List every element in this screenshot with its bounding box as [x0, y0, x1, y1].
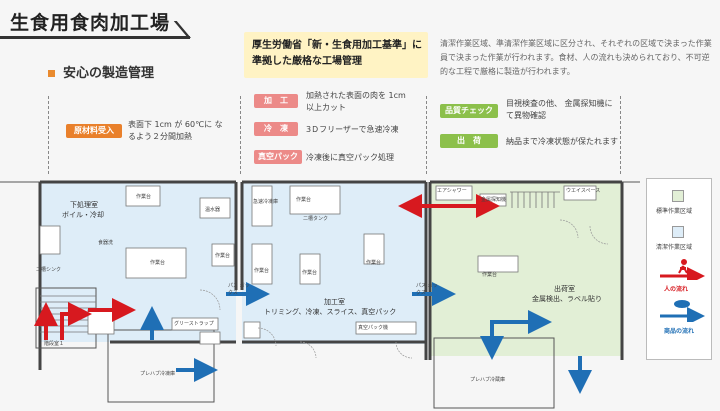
section-title-label: 安心の製造管理 [63, 66, 155, 81]
legend-label-goods: 商品の流れ [664, 328, 695, 335]
fixture-prefab-freezer: プレハブ冷凍庫 [140, 371, 176, 377]
fixture-freezer: 急速冷凍庫 [253, 199, 279, 205]
fixture-waste-space: ウエイスペース [566, 188, 601, 194]
room-name-processing: 加工室 [324, 298, 345, 306]
step-text-quality: 目視検査の他、 金属探知機にて異物確認 [506, 99, 613, 120]
fixture-grease-trap: グリーストラップ [174, 321, 214, 327]
fixture-worktable: 作業台 [150, 260, 166, 266]
fixture-pass-box: パス ボックス [416, 283, 438, 296]
shipping-room-zone [430, 182, 622, 356]
people-flow-arrow [60, 302, 92, 340]
fixture-sink: 二槽シンク [36, 267, 62, 273]
fixture-pass-box: パス ボックス [228, 283, 250, 296]
fixture-vacuum-machine: 真空パック機 [358, 325, 389, 331]
guide-line [426, 96, 427, 174]
fixture-worktable: 作業台 [482, 272, 498, 278]
page-title: 生食用食肉加工場 [10, 12, 171, 34]
fixture-stair-label: 階段室１ [44, 341, 65, 347]
step-text-vacuum: 冷凍後に真空パック処理 [306, 153, 394, 162]
fixture-worktable: 作業台 [296, 197, 312, 203]
room-sub-prep: ボイル・冷却 [62, 211, 104, 219]
step-badge-vacuum: 真空パック [254, 150, 302, 164]
step-badge-quality: 品質チェック [440, 104, 498, 118]
fixture-water-heater: 温水器 [205, 207, 221, 213]
fixture-tank: 二槽タンク [303, 216, 329, 222]
room-name-shipping: 出荷室 [554, 285, 575, 293]
step-badge-freezing: 冷 凍 [254, 122, 298, 136]
hero-box [244, 32, 428, 78]
title-underline [0, 36, 190, 39]
fixture-worktable: 作業台 [254, 268, 270, 274]
step-text-receiving: 表面下 1cm が 60℃に なるよう２分間加熱 [128, 120, 223, 141]
step-text-processing: 加熱された表面の肉を 1cm 以上カット [306, 91, 406, 112]
step-text-freezing: 3Ｄフリーザーで急速冷凍 [306, 125, 399, 134]
floor-plan [0, 180, 640, 409]
hero-description: 清潔作業区域、準清潔作業区域に区分され、それぞれの区域で決まった作業員で決まった… [440, 39, 712, 76]
section-title: 安心の製造管理 [48, 62, 154, 81]
legend-label-clean: 標準作業区域 [656, 208, 693, 215]
fixture-dishwasher: 食器洗 [98, 240, 114, 246]
legend-swatch-clean [672, 190, 684, 202]
guide-line [240, 96, 241, 174]
fixture-air-shower: エアシャワー [437, 188, 467, 194]
room-sub-shipping: 金属検出、ラベル貼り [532, 295, 602, 303]
room-name-prep: 下処理室 [70, 201, 98, 209]
room-sub-processing: トリミング、冷凍、スライス、真空パック [264, 308, 397, 316]
legend-label-semi-clean: 清潔作業区域 [656, 244, 693, 251]
step-badge-receiving: 原材料受入 [66, 124, 122, 138]
fixture-worktable: 作業台 [215, 253, 231, 259]
fixture-worktable: 作業台 [302, 270, 318, 276]
person-walk-icon [660, 259, 705, 280]
step-badge-shipping: 出 荷 [440, 134, 498, 148]
section-square-icon [48, 70, 55, 77]
legend-label-people: 人の流れ [664, 286, 689, 293]
goods-flow-arrow [480, 320, 512, 360]
step-text-shipping: 納品まで冷凍状態が保たれます [506, 137, 618, 146]
fixture-prefab-fridge: プレハブ冷蔵庫 [470, 377, 506, 383]
step-badge-processing: 加 工 [254, 94, 298, 108]
fixture-metal-detector: 金属探知機 [481, 197, 507, 203]
guide-line [620, 96, 621, 174]
hero-heading: 厚生労働省「新・生食用加工基準」に準拠した厳格な工場管理 [252, 40, 422, 67]
guide-line [48, 96, 49, 174]
legend-swatch-semi-clean [672, 226, 684, 238]
fixture-worktable: 作業台 [366, 260, 382, 266]
goods-icon [660, 300, 705, 322]
fixture-worktable: 作業台 [136, 194, 152, 200]
